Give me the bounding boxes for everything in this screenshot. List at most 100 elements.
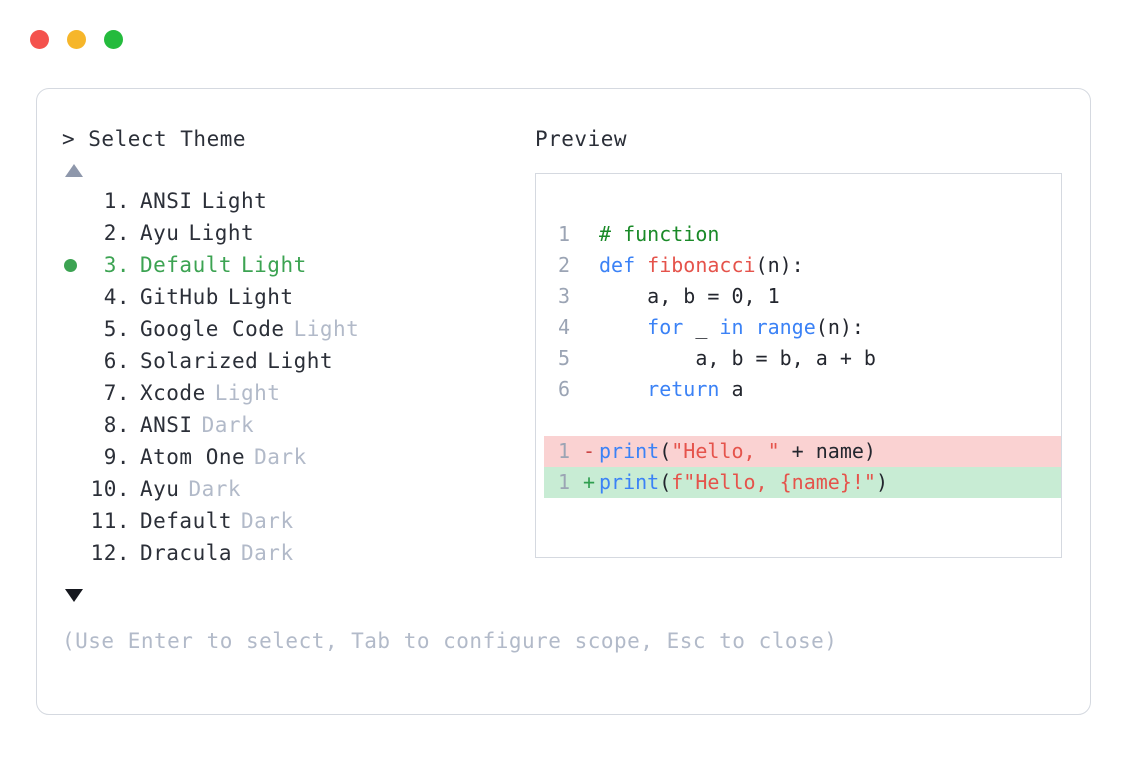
theme-list-item[interactable]: 2. Ayu Light (62, 221, 532, 253)
code-text: print(f"Hello, {name}!") (599, 467, 888, 498)
theme-item-variant: Dark (241, 509, 294, 533)
code-token: ( (659, 470, 672, 494)
line-number: 4 (557, 315, 570, 339)
code-token (599, 377, 647, 401)
code-token: a (719, 377, 744, 401)
line-number: 5 (557, 346, 570, 370)
scroll-up-arrow-icon[interactable] (65, 164, 83, 177)
code-line: 4 for _ in range(n): (544, 312, 1061, 343)
theme-item-variant: Light (227, 285, 294, 309)
theme-item-name: ANSI (140, 413, 193, 437)
diff-marker: + (582, 470, 596, 494)
theme-item-name: Ayu (140, 221, 180, 245)
maximize-dot[interactable] (104, 30, 123, 49)
theme-item-variant: Light (201, 189, 268, 213)
code-token: (n): (815, 315, 864, 339)
diff-marker: - (582, 439, 596, 463)
theme-item-variant: Dark (188, 477, 242, 501)
code-token: 0 (731, 284, 744, 308)
code-token (599, 315, 647, 339)
code-token: f"Hello, (671, 470, 780, 494)
code-token: print (599, 470, 660, 494)
code-line: 1# function (544, 219, 1061, 250)
theme-item-variant: Light (214, 381, 281, 405)
code-token: def (599, 253, 648, 277)
diff-line: 1-print("Hello, " + name) (544, 436, 1061, 467)
theme-item-number: 6. (103, 349, 130, 373)
code-token (744, 315, 756, 339)
code-token: (n): (755, 253, 804, 277)
theme-item-variant: Light (267, 349, 334, 373)
code-text: def fibonacci(n): (599, 250, 804, 281)
code-token: 1 (767, 284, 780, 308)
code-text: a, b = 0, 1 (599, 281, 780, 312)
code-text: print("Hello, " + name) (599, 436, 876, 467)
scroll-down-arrow-icon[interactable] (65, 589, 83, 602)
preview-label: Preview (535, 127, 628, 151)
line-number: 2 (557, 253, 570, 277)
theme-list-item[interactable]: 3. Default Light (62, 253, 532, 285)
theme-list-item[interactable]: 8. ANSI Dark (62, 413, 532, 445)
code-token: !" (851, 470, 876, 494)
theme-item-variant: Light (188, 221, 255, 245)
code-token: print (599, 439, 660, 463)
theme-item-name: Default (140, 253, 233, 277)
theme-item-number: 5. (103, 317, 130, 341)
theme-item-name: GitHub (140, 285, 219, 309)
code-token: ( (659, 439, 672, 463)
theme-item-variant: Dark (241, 541, 294, 565)
code-token: _ (683, 315, 720, 339)
theme-item-name: Google Code (140, 317, 285, 341)
code-text: for _ in range(n): (599, 312, 864, 343)
code-line: 3 a, b = 0, 1 (544, 281, 1061, 312)
code-line: 2 def fibonacci(n): (544, 250, 1061, 281)
code-token: range (755, 315, 816, 339)
theme-item-number: 3. (103, 253, 130, 277)
keyboard-hint: (Use Enter to select, Tab to configure s… (62, 629, 838, 653)
code-token: "Hello, " (671, 439, 780, 463)
theme-item-variant: Dark (254, 445, 307, 469)
code-token: ) (875, 470, 889, 494)
minimize-dot[interactable] (67, 30, 86, 49)
theme-list-item[interactable]: 5. Google Code Light (62, 317, 532, 349)
code-token: + name) (779, 439, 876, 463)
theme-item-number: 1. (103, 189, 130, 213)
theme-item-variant: Light (293, 317, 360, 341)
theme-item-number: 2. (103, 221, 130, 245)
theme-item-number: 10. (90, 477, 130, 501)
code-line: 5 a, b = b, a + b (544, 343, 1061, 374)
line-number: 6 (557, 377, 570, 401)
selected-bullet-icon (64, 259, 77, 272)
theme-item-number: 8. (103, 413, 130, 437)
diff-block: 1-print("Hello, " + name)1+print(f"Hello… (544, 436, 1061, 498)
theme-list-item[interactable]: 1. ANSI Light (62, 189, 532, 221)
theme-item-variant: Light (241, 253, 307, 277)
theme-item-name: Dracula (140, 541, 233, 565)
theme-item-number: 7. (103, 381, 130, 405)
code-token: for (647, 315, 684, 339)
code-text: return a (599, 374, 744, 405)
theme-item-name: ANSI (140, 189, 193, 213)
theme-item-variant: Dark (201, 413, 255, 437)
code-text: # function (599, 219, 719, 250)
theme-item-name: Solarized (140, 349, 259, 373)
code-token: , (743, 284, 768, 308)
line-number: 1 (557, 439, 570, 463)
theme-list-item[interactable]: 6. Solarized Light (62, 349, 532, 381)
close-dot[interactable] (30, 30, 49, 49)
code-token: {name} (779, 470, 852, 494)
theme-item-name: Default (140, 509, 233, 533)
code-token: a, b = (599, 284, 732, 308)
